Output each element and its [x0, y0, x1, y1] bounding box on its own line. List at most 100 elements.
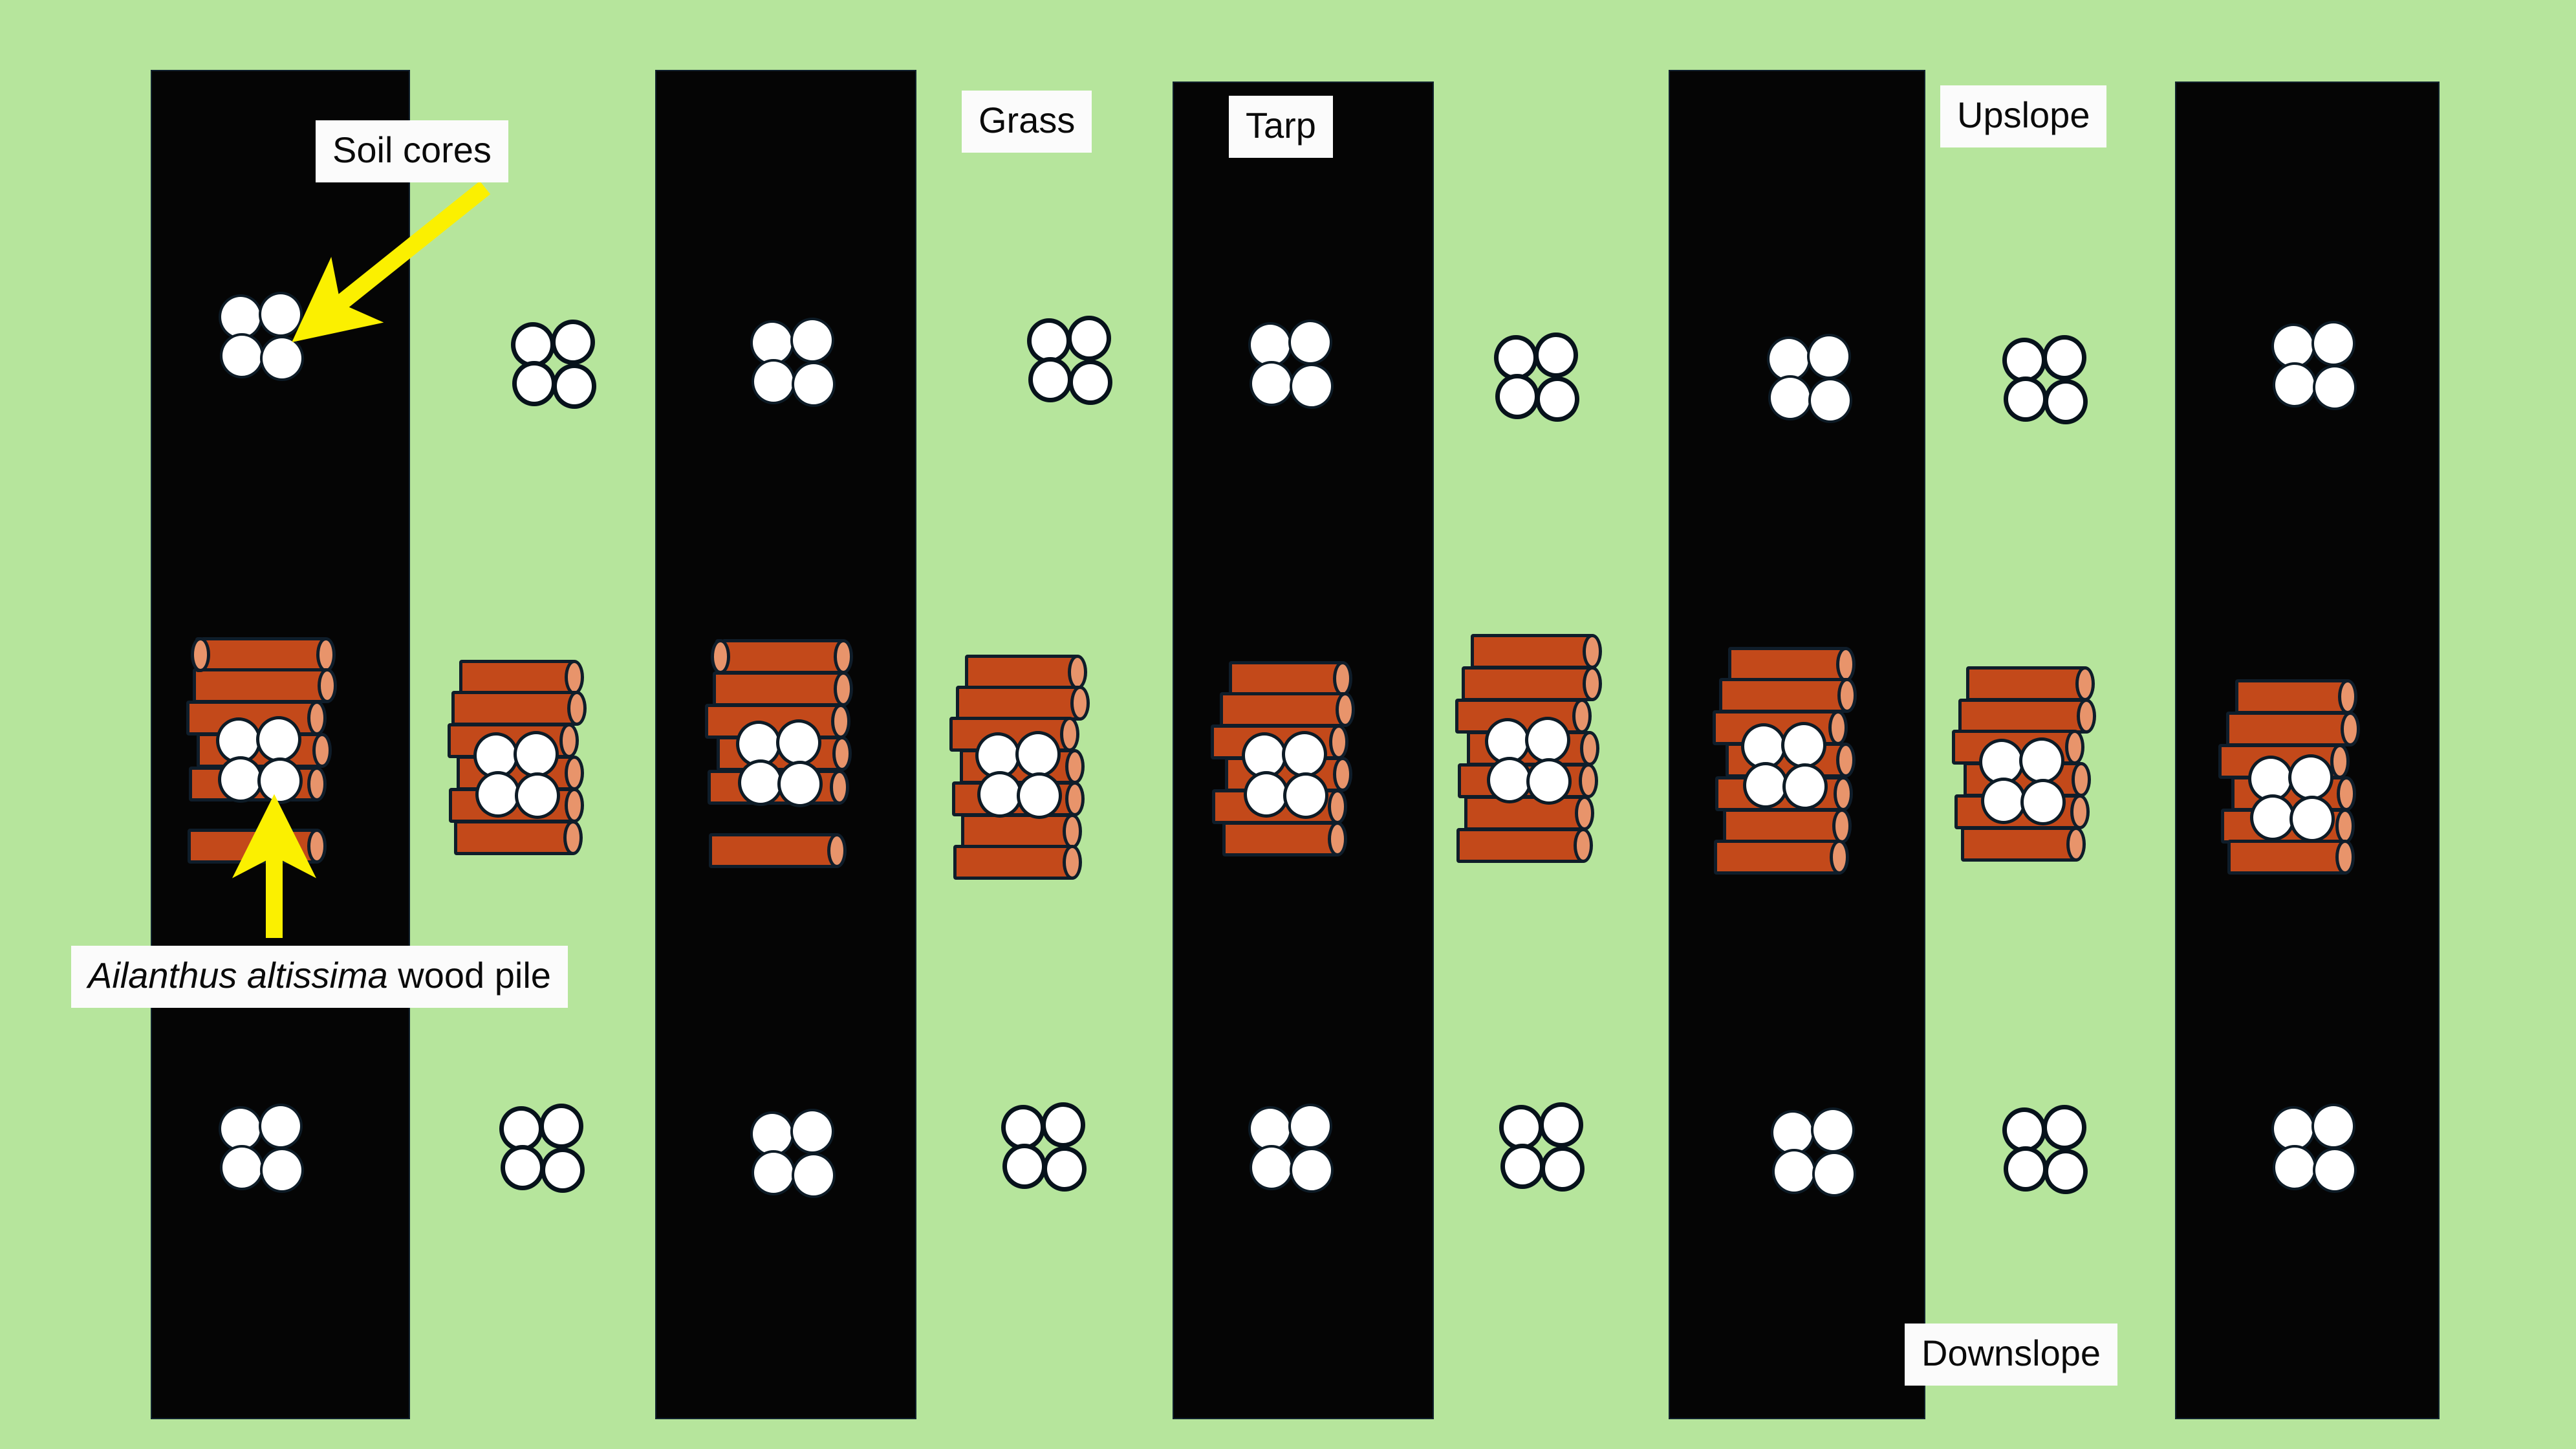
soil-core	[512, 361, 556, 406]
soil-core	[256, 716, 301, 763]
soil-core	[1772, 1149, 1816, 1194]
soil-core-cluster-in-pile	[1485, 717, 1572, 805]
log	[1471, 634, 1602, 669]
log	[191, 637, 210, 672]
soil-core	[220, 1145, 264, 1190]
soil-core	[1244, 771, 1289, 818]
log	[1714, 840, 1849, 875]
soil-core-cluster	[1001, 1102, 1087, 1192]
soil-core-cluster	[2271, 1104, 2357, 1193]
soil-core	[1743, 762, 1788, 809]
log	[1728, 647, 1856, 682]
log	[2226, 712, 2360, 746]
log	[1961, 827, 2086, 862]
soil-core	[1043, 1146, 1087, 1192]
soil-core	[2042, 1105, 2086, 1150]
label-upslope: Upslope	[1940, 85, 2107, 147]
soil-core	[219, 294, 263, 340]
soil-core	[515, 772, 560, 819]
soil-core	[1495, 374, 1539, 419]
log	[965, 655, 1087, 690]
log	[2235, 679, 2357, 714]
soil-core	[511, 322, 555, 367]
soil-core	[1250, 1145, 1293, 1190]
soil-core-cluster	[750, 318, 836, 407]
soil-core	[752, 1150, 796, 1195]
soil-core	[539, 1104, 583, 1149]
soil-core	[977, 771, 1023, 818]
log	[1723, 809, 1852, 844]
soil-core-cluster-in-pile	[2248, 754, 2335, 842]
wood-pile	[1713, 647, 1881, 893]
soil-core	[220, 333, 264, 378]
wood-pile	[1952, 666, 2120, 912]
soil-core	[1288, 320, 1332, 365]
soil-core	[2313, 365, 2357, 410]
soil-core	[1248, 1106, 1292, 1151]
log	[454, 820, 583, 855]
soil-core	[1771, 1110, 1815, 1155]
log	[451, 691, 587, 726]
label-wood-pile: Ailanthus altissima wood pile	[71, 946, 568, 1008]
soil-core	[2004, 1146, 2048, 1192]
log	[953, 845, 1082, 880]
soil-core	[1028, 357, 1072, 402]
soil-core	[1811, 1107, 1855, 1153]
log	[1464, 796, 1594, 831]
soil-core	[750, 320, 794, 365]
soil-core	[1250, 361, 1293, 406]
log	[722, 639, 853, 674]
soil-core	[257, 757, 303, 804]
soil-core-cluster-in-pile	[473, 731, 560, 819]
soil-core	[1487, 757, 1532, 803]
soil-core-cluster	[750, 1109, 836, 1198]
soil-core-cluster-in-pile	[736, 719, 823, 807]
soil-core-cluster	[2002, 1105, 2088, 1194]
soil-core	[2004, 376, 2048, 422]
label-downslope: Downslope	[1905, 1324, 2118, 1386]
log	[711, 639, 730, 674]
soil-core	[792, 1153, 836, 1198]
soil-core	[1041, 1102, 1085, 1148]
soil-core	[475, 771, 521, 818]
soil-core	[514, 731, 559, 778]
soil-core	[1525, 717, 1570, 763]
log	[1958, 699, 2096, 734]
soil-core	[1539, 1102, 1583, 1148]
wood-pile	[2218, 679, 2387, 925]
soil-core-cluster	[219, 1104, 304, 1193]
log	[1229, 661, 1352, 696]
soil-core	[1500, 1144, 1544, 1189]
soil-core	[1526, 758, 1572, 805]
wood-pile	[1455, 634, 1623, 880]
soil-core	[1068, 360, 1112, 405]
soil-core	[1768, 375, 1812, 420]
soil-core	[2020, 779, 2066, 825]
soil-core-cluster-in-pile	[1741, 722, 1828, 810]
log	[956, 686, 1090, 721]
soil-core	[2311, 1104, 2355, 1149]
soil-core	[2044, 1149, 2088, 1194]
log	[459, 660, 584, 695]
soil-core-cluster-in-pile	[216, 716, 303, 804]
soil-core	[1781, 722, 1826, 768]
log	[1220, 692, 1355, 727]
soil-core-cluster	[511, 320, 596, 409]
soil-core	[1534, 332, 1578, 378]
soil-core-cluster	[1494, 332, 1579, 422]
soil-core-cluster-in-pile	[975, 731, 1062, 819]
soil-core	[1248, 322, 1292, 367]
log	[713, 671, 853, 706]
soil-core	[2273, 362, 2317, 408]
log	[709, 833, 847, 868]
soil-core	[777, 761, 823, 807]
soil-core	[1288, 1104, 1332, 1149]
log	[2227, 840, 2355, 875]
soil-core	[752, 359, 796, 404]
soil-core	[218, 756, 263, 803]
log	[1719, 678, 1857, 713]
soil-core	[541, 1148, 585, 1193]
soil-core-cluster	[1027, 316, 1112, 405]
soil-core-cluster	[1767, 334, 1852, 423]
